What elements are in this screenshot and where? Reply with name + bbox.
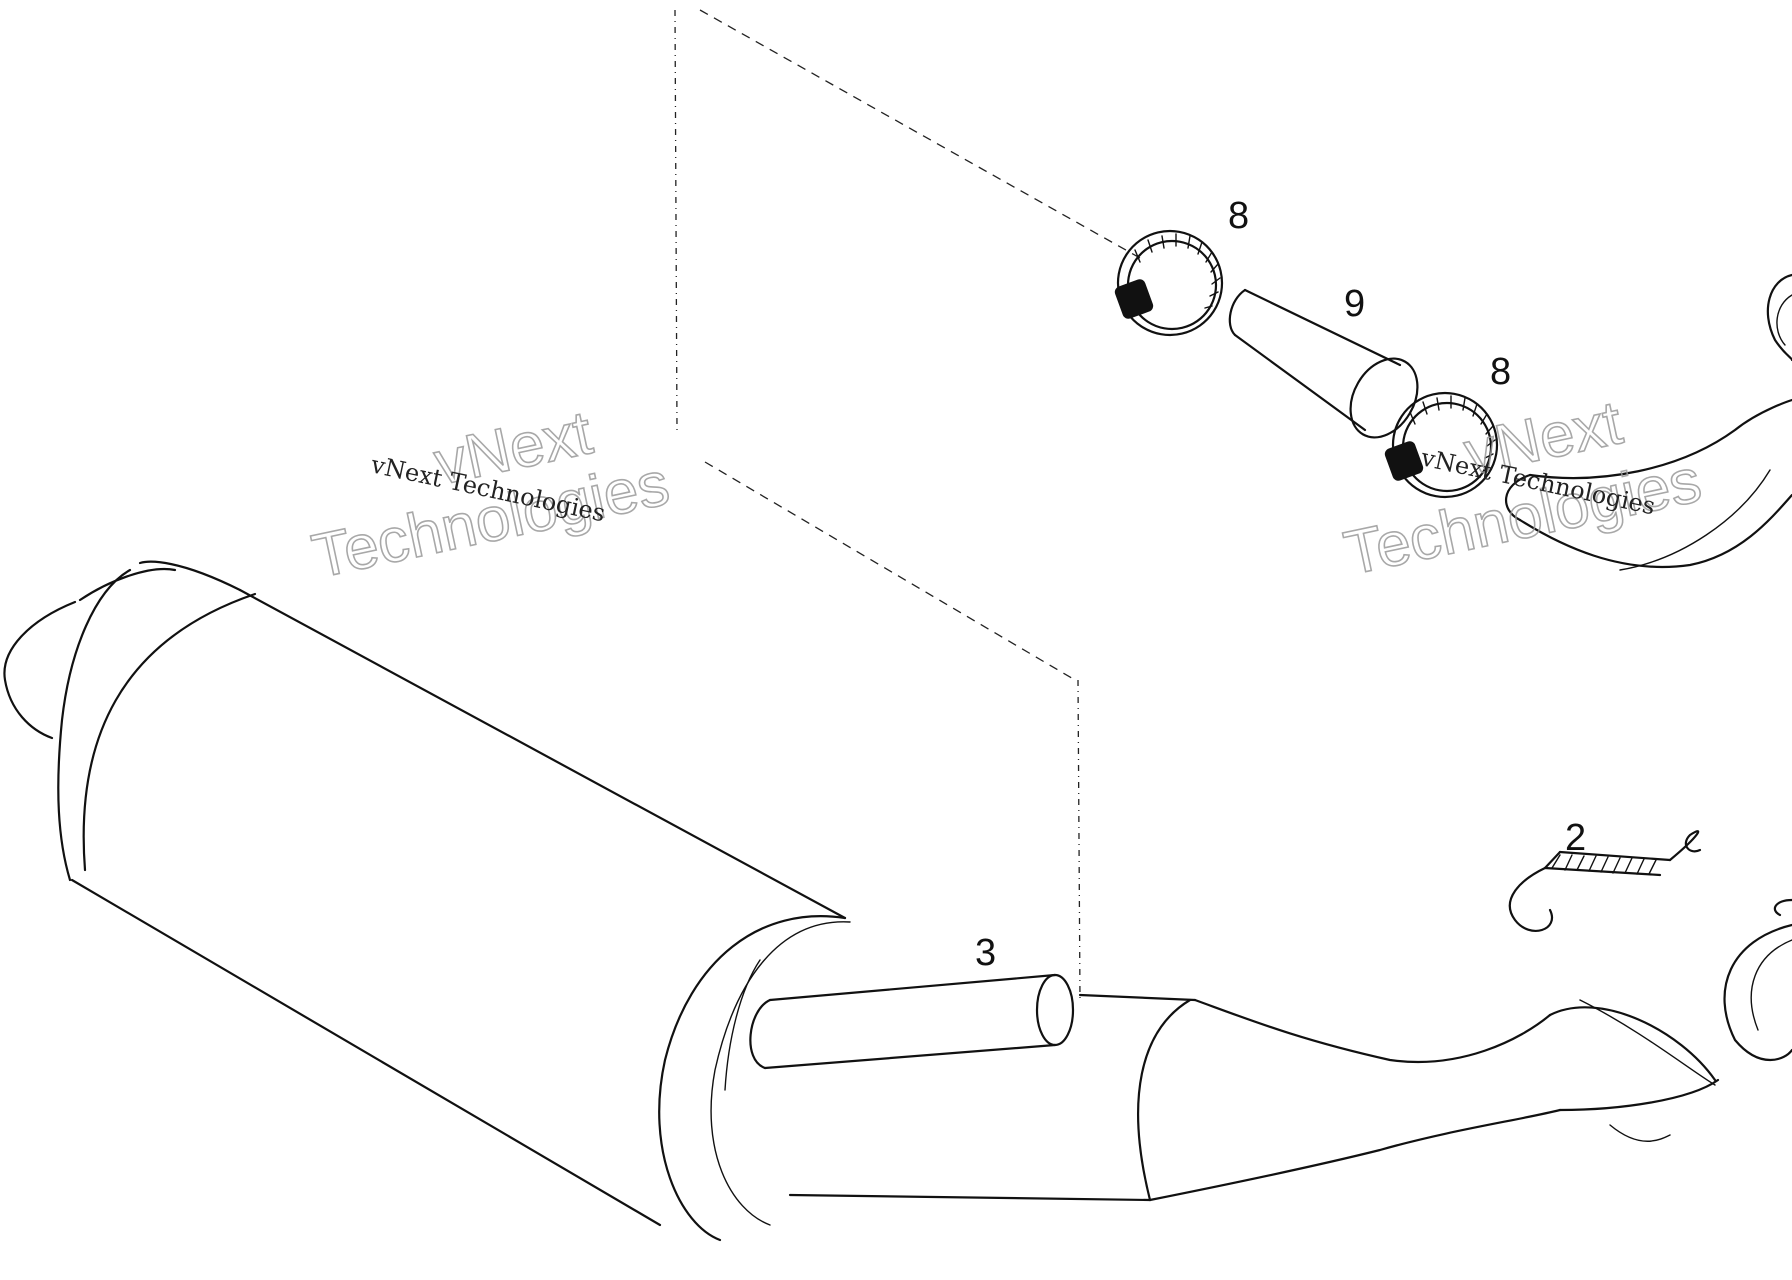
callout-sleeve: 9 [1344,283,1365,325]
flex-hose [1504,398,1792,571]
spring [1508,830,1702,932]
watermark-left: vNext Technologies vNext Technologies [306,397,676,592]
watermark-right: vNext Technologies vNext Technologies [1338,387,1708,589]
callout-labels: 8 9 8 2 3 [975,195,1586,974]
tailpipe [749,973,1075,1070]
outlet-pipe [788,993,1720,1202]
sleeve [1228,288,1419,439]
hose-clamp-lower [1384,391,1499,499]
muffler [3,560,851,1242]
reference-lines [674,9,1141,1001]
callout-spring: 2 [1565,817,1586,859]
hose-clamp-upper [1114,229,1224,337]
callout-tailpipe: 3 [975,932,996,974]
callout-clamp-upper: 8 [1228,195,1249,237]
callout-clamp-lower: 8 [1490,351,1511,393]
partial-right-parts [1723,273,1792,1061]
